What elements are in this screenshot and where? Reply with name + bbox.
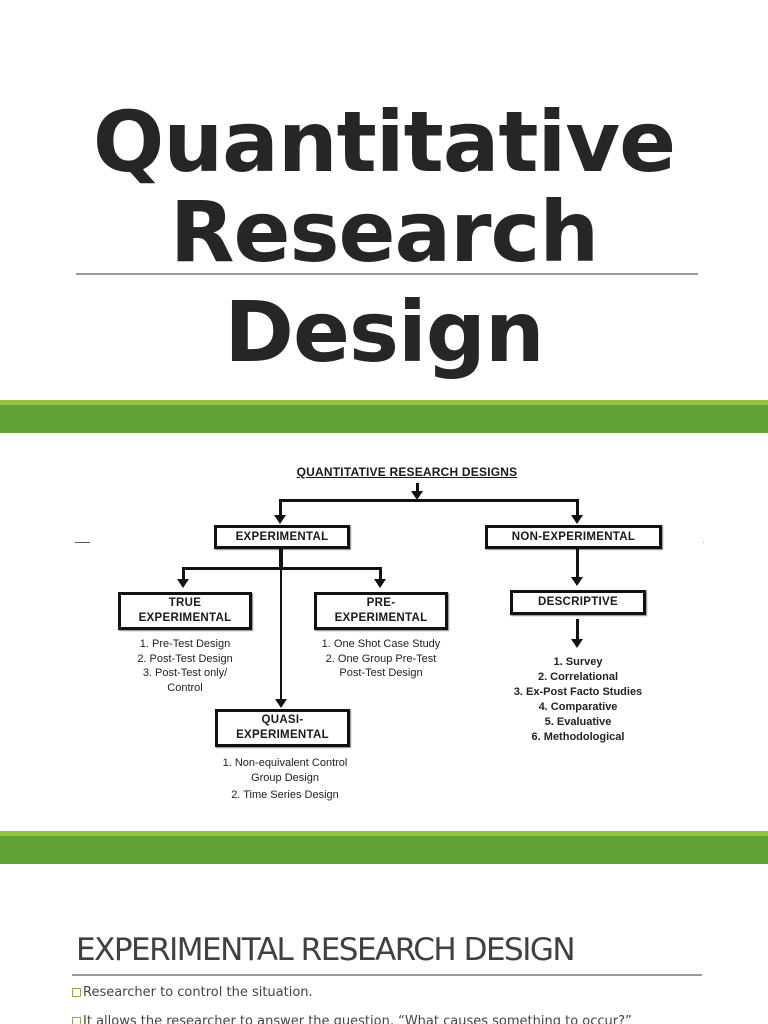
list-item: Control xyxy=(167,681,203,694)
list-item: 2. Post-Test Design xyxy=(137,652,233,665)
decorative-dash xyxy=(75,542,90,543)
connector-line xyxy=(379,567,382,581)
band-body xyxy=(0,405,768,433)
list-item: 2. Time Series Design xyxy=(231,789,339,801)
connector-line xyxy=(576,549,579,579)
true-experimental-label-2: EXPERIMENTAL xyxy=(138,612,232,624)
connector-line xyxy=(182,567,185,581)
experimental-box: EXPERIMENTAL xyxy=(214,525,350,549)
quasi-experimental-list: 1. Non-equivalent Control Group Design 2… xyxy=(200,756,370,803)
arrow-down-icon xyxy=(177,579,189,588)
arrow-down-icon xyxy=(274,515,286,524)
bullet-text: Researcher to control the situation. xyxy=(83,985,313,1000)
list-item: 6. Methodological xyxy=(531,731,625,743)
list-item: 3. Post-Test only/ xyxy=(142,667,228,679)
list-item: 4. Comparative xyxy=(538,701,618,713)
title-divider xyxy=(76,273,698,275)
slide-separator-band xyxy=(0,831,768,864)
list-item: 2. Correlational xyxy=(537,671,619,683)
list-item: Group Design xyxy=(251,771,319,784)
diagram-title: QUANTITATIVE RESEARCH DESIGNS xyxy=(296,465,518,479)
arrow-down-icon xyxy=(275,699,287,708)
list-item: 1. Non-equivalent Control xyxy=(222,757,348,769)
true-experimental-box: TRUE EXPERIMENTAL xyxy=(118,592,252,630)
connector-line xyxy=(182,567,382,570)
quasi-experimental-box: QUASI- EXPERIMENTAL xyxy=(215,709,350,747)
square-bullet-icon xyxy=(72,988,81,997)
square-bullet-icon xyxy=(72,1017,81,1024)
diagram-slide: QUANTITATIVE RESEARCH DESIGNS EXPERIMENT… xyxy=(0,433,768,831)
connector-line xyxy=(279,549,283,569)
title-line-3: Design xyxy=(224,283,544,381)
descriptive-box: DESCRIPTIVE xyxy=(510,590,646,615)
pre-experimental-list: 1. One Shot Case Study 2. One Group Pre-… xyxy=(306,637,456,681)
arrow-down-icon xyxy=(571,577,583,586)
list-item: 1. One Shot Case Study xyxy=(321,638,441,650)
descriptive-list: 1. Survey 2. Correlational 3. Ex-Post Fa… xyxy=(488,655,668,745)
slide-heading: EXPERIMENTAL RESEARCH DESIGN xyxy=(76,932,576,968)
list-item: 3. Ex-Post Facto Studies xyxy=(513,686,643,698)
title-line-1: Quantitative xyxy=(92,93,676,191)
slide-separator-band xyxy=(0,400,768,433)
non-experimental-label: NON-EXPERIMENTAL xyxy=(511,530,636,543)
connector-line xyxy=(280,567,282,700)
pre-experimental-label-2: EXPERIMENTAL xyxy=(334,612,428,624)
list-item: Post-Test Design xyxy=(339,667,423,679)
connector-line xyxy=(279,499,579,502)
list-item: 1. Survey xyxy=(553,656,603,668)
connector-line xyxy=(279,499,282,517)
heading-divider xyxy=(72,974,702,976)
band-highlight xyxy=(0,831,768,836)
bullet-text: It allows the researcher to answer the q… xyxy=(83,1014,632,1024)
non-experimental-box: NON-EXPERIMENTAL xyxy=(485,525,662,549)
band-body xyxy=(0,836,768,864)
arrow-down-icon xyxy=(571,515,583,524)
quasi-experimental-label-2: EXPERIMENTAL xyxy=(236,729,329,741)
connector-line xyxy=(416,483,419,493)
pre-experimental-box: PRE- EXPERIMENTAL xyxy=(314,592,448,630)
bullet-item: It allows the researcher to answer the q… xyxy=(72,1014,632,1024)
descriptive-label: DESCRIPTIVE xyxy=(538,596,618,608)
list-item: 5. Evaluative xyxy=(544,716,612,728)
list-item: 2. One Group Pre-Test xyxy=(325,652,437,665)
title-line-2: Research xyxy=(169,183,599,281)
bullet-item: Researcher to control the situation. xyxy=(72,985,313,1000)
quasi-experimental-label-1: QUASI- xyxy=(261,714,304,726)
list-item: 1. Pre-Test Design xyxy=(139,638,231,650)
arrow-down-icon xyxy=(411,491,423,500)
band-highlight xyxy=(0,400,768,405)
title-slide: Quantitative Research Design xyxy=(0,0,768,400)
true-experimental-label-1: TRUE xyxy=(168,597,202,609)
connector-line xyxy=(576,499,579,517)
connector-line xyxy=(576,619,579,641)
true-experimental-list: 1. Pre-Test Design 2. Post-Test Design 3… xyxy=(110,637,260,695)
experimental-design-slide: EXPERIMENTAL RESEARCH DESIGN Researcher … xyxy=(0,864,768,1024)
pre-experimental-label-1: PRE- xyxy=(366,597,396,609)
arrow-down-icon xyxy=(374,579,386,588)
decorative-dot xyxy=(703,542,704,543)
arrow-down-icon xyxy=(571,639,583,648)
experimental-label: EXPERIMENTAL xyxy=(235,530,329,543)
